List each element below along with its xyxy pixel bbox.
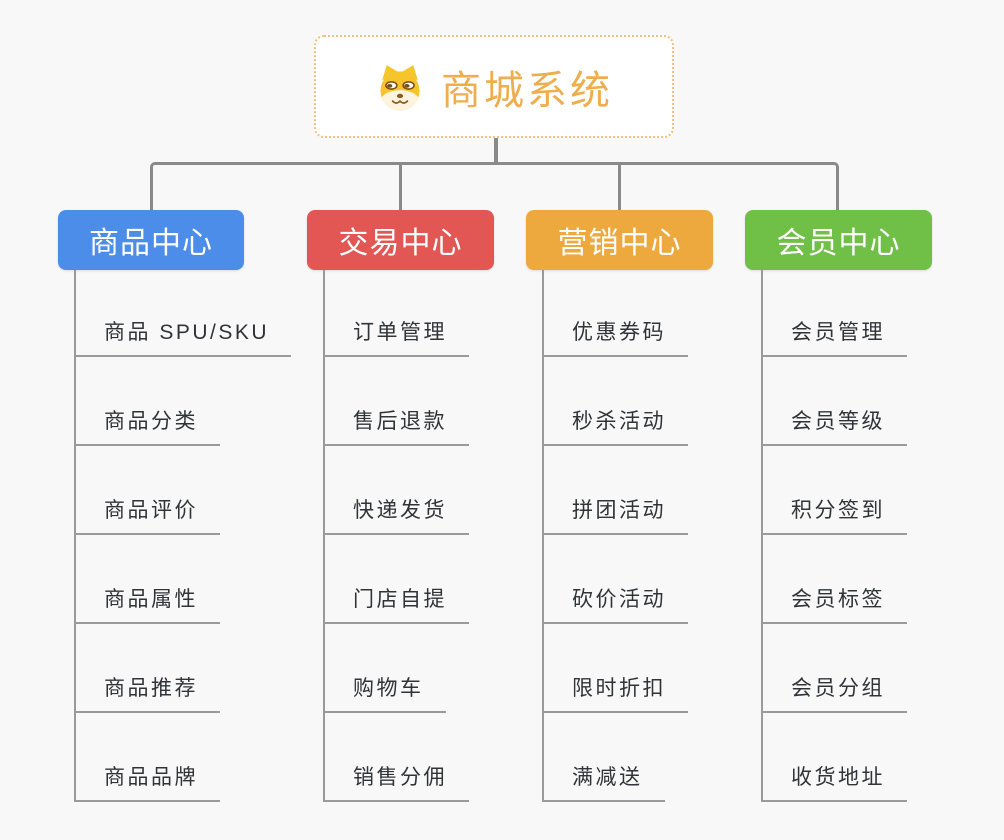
mindmap-node-item[interactable]: 售后退款: [323, 409, 469, 446]
connector-drop-branch-3: [618, 163, 621, 210]
branch-node-marketing-center[interactable]: 营销中心: [526, 210, 713, 270]
mindmap-node-item[interactable]: 快递发货: [323, 498, 469, 535]
mindmap-node-item[interactable]: 销售分佣: [323, 765, 469, 802]
branch-label: 会员中心: [776, 227, 901, 260]
connector-drop-branch-2: [399, 163, 402, 210]
connector-trunk: [542, 270, 544, 802]
root-node[interactable]: 商城系统: [314, 35, 674, 138]
branch-node-product-center[interactable]: 商品中心: [58, 210, 244, 270]
mindmap-node-item[interactable]: 限时折扣: [542, 676, 688, 713]
connector-trunk: [323, 270, 325, 802]
mindmap-node-item[interactable]: 秒杀活动: [542, 409, 688, 446]
mindmap-node-item[interactable]: 订单管理: [323, 320, 469, 357]
mindmap-node-item[interactable]: 会员等级: [761, 409, 907, 446]
mindmap-node-item[interactable]: 拼团活动: [542, 498, 688, 535]
branch-node-member-center[interactable]: 会员中心: [745, 210, 932, 270]
connector-root-stub: [494, 138, 498, 164]
mindmap-node-item[interactable]: 商品评价: [74, 498, 220, 535]
mindmap-node-item[interactable]: 商品品牌: [74, 765, 220, 802]
branch-label: 交易中心: [338, 227, 463, 260]
mindmap-node-item[interactable]: 会员管理: [761, 320, 907, 357]
connector-rail: [150, 162, 839, 210]
branch-node-trade-center[interactable]: 交易中心: [307, 210, 494, 270]
mindmap-node-item[interactable]: 门店自提: [323, 587, 469, 624]
branch-label: 营销中心: [557, 227, 682, 260]
mindmap-node-item[interactable]: 积分签到: [761, 498, 907, 535]
connector-trunk: [74, 270, 76, 802]
mindmap-node-item[interactable]: 购物车: [323, 676, 446, 713]
mindmap-node-item[interactable]: 砍价活动: [542, 587, 688, 624]
mindmap-node-item[interactable]: 商品属性: [74, 587, 220, 624]
mindmap-node-item[interactable]: 会员标签: [761, 587, 907, 624]
mindmap-node-item[interactable]: 商品 SPU/SKU: [74, 320, 292, 357]
root-title: 商城系统: [441, 68, 613, 113]
mindmap-node-item[interactable]: 优惠券码: [542, 320, 688, 357]
branch-label: 商品中心: [89, 227, 213, 260]
mindmap-node-item[interactable]: 收货地址: [761, 765, 907, 802]
connector-trunk: [761, 270, 763, 802]
mindmap-node-item[interactable]: 满减送: [542, 765, 665, 802]
mindmap-node-item[interactable]: 商品推荐: [74, 676, 220, 713]
mindmap-node-item[interactable]: 会员分组: [761, 676, 907, 713]
doge-dog-face-icon: [380, 64, 420, 110]
mindmap-node-item[interactable]: 商品分类: [74, 409, 220, 446]
